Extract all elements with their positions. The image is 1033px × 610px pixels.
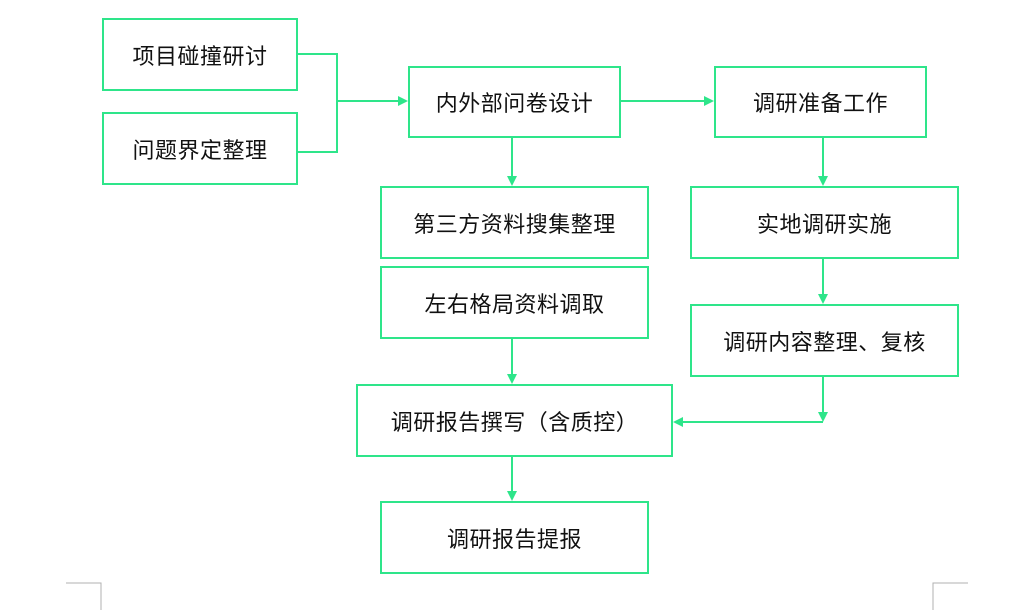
node-label: 项目碰撞研讨: [132, 44, 268, 70]
node-label: 内外部问卷设计: [435, 92, 594, 117]
node-label: 调研报告提报: [446, 527, 582, 553]
node-research-preparation: 调研准备工作: [714, 66, 927, 138]
node-label: 调研准备工作: [752, 92, 888, 117]
page-corner-mark-right: [932, 582, 968, 610]
node-label: 调研报告撰写（含质控）: [390, 410, 639, 436]
node-field-research: 实地调研实施: [690, 186, 959, 259]
connector-n1-merge: [298, 53, 338, 153]
node-label: 左右格局资料调取: [424, 292, 605, 318]
node-content-review: 调研内容整理、复核: [690, 304, 959, 377]
node-label: 实地调研实施: [756, 212, 892, 238]
node-label: 调研内容整理、复核: [723, 330, 926, 356]
node-problem-definition: 问题界定整理: [102, 112, 298, 185]
node-report-writing: 调研报告撰写（含质控）: [356, 384, 673, 457]
node-third-party-data-collection: 第三方资料搜集整理: [380, 186, 649, 259]
node-label: 问题界定整理: [132, 138, 268, 164]
node-report-submission: 调研报告提报: [380, 501, 649, 574]
page-corner-mark-left: [66, 582, 102, 610]
node-questionnaire-design: 内外部问卷设计: [408, 66, 621, 138]
node-layout-data-retrieval: 左右格局资料调取: [380, 266, 649, 339]
node-project-brainstorm: 项目碰撞研讨: [102, 18, 298, 91]
node-label: 第三方资料搜集整理: [413, 212, 616, 238]
